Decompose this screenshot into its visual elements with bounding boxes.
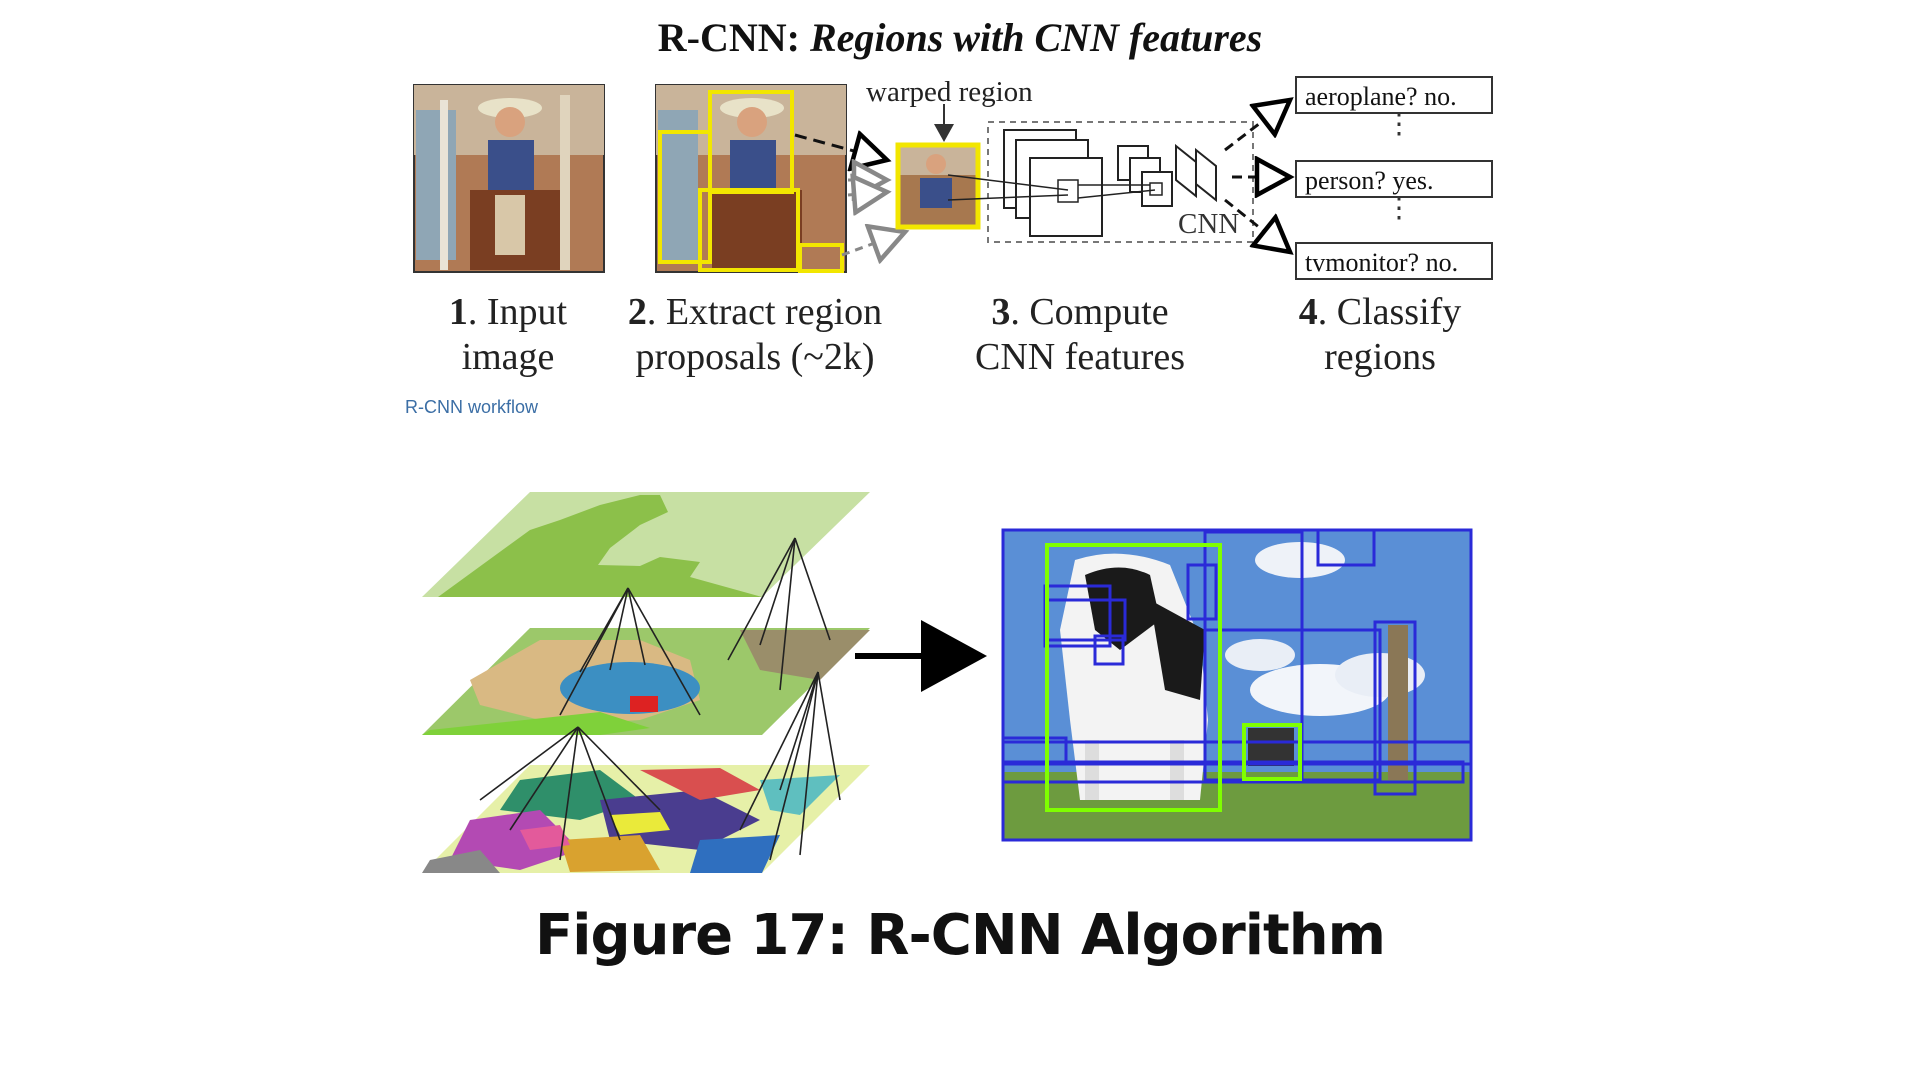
figure-caption: Figure 17: R-CNN Algorithm xyxy=(535,903,1386,968)
title-italic: Regions with CNN features xyxy=(809,15,1263,60)
title-main: R-CNN: xyxy=(657,15,810,60)
step-text: . Compute xyxy=(1010,291,1169,333)
ellipsis-dots: ⋮ xyxy=(1385,109,1413,140)
step-text: CNN features xyxy=(975,336,1185,378)
step-3-label: 3. Compute CNN features xyxy=(945,290,1215,380)
step-text: . Input xyxy=(467,291,568,333)
step-text: regions xyxy=(1324,336,1436,378)
detection-image xyxy=(1001,528,1473,842)
ellipsis-dots: ⋮ xyxy=(1385,193,1413,224)
warped-region-image xyxy=(895,142,981,230)
step-4-label: 4. Classify regions xyxy=(1270,290,1490,380)
cnn-box xyxy=(987,121,1254,243)
input-image xyxy=(413,84,605,273)
diagram-title: R-CNN: Regions with CNN features xyxy=(0,14,1920,61)
step-number: 4 xyxy=(1298,291,1318,333)
proposals-image xyxy=(655,84,847,273)
class-box-tvmonitor: tvmonitor? no. xyxy=(1295,242,1493,280)
segmentation-layers xyxy=(422,492,870,873)
step-number: 2 xyxy=(627,291,647,333)
step-2-label: 2. Extract region proposals (~2k) xyxy=(610,290,900,380)
step-number: 1 xyxy=(448,291,468,333)
step-text: . Extract region xyxy=(646,291,883,333)
cnn-label: CNN xyxy=(1178,208,1240,240)
warped-region-label: warped region xyxy=(866,76,1033,108)
step-text: proposals (~2k) xyxy=(635,336,875,378)
class-box-person: person? yes. xyxy=(1295,160,1493,198)
step-number: 3 xyxy=(991,291,1011,333)
step-text: image xyxy=(461,336,555,378)
class-box-aeroplane: aeroplane? no. xyxy=(1295,76,1493,114)
workflow-caption: R-CNN workflow xyxy=(405,397,539,417)
step-1-label: 1. Input image xyxy=(408,290,608,380)
step-text: . Classify xyxy=(1317,291,1462,333)
